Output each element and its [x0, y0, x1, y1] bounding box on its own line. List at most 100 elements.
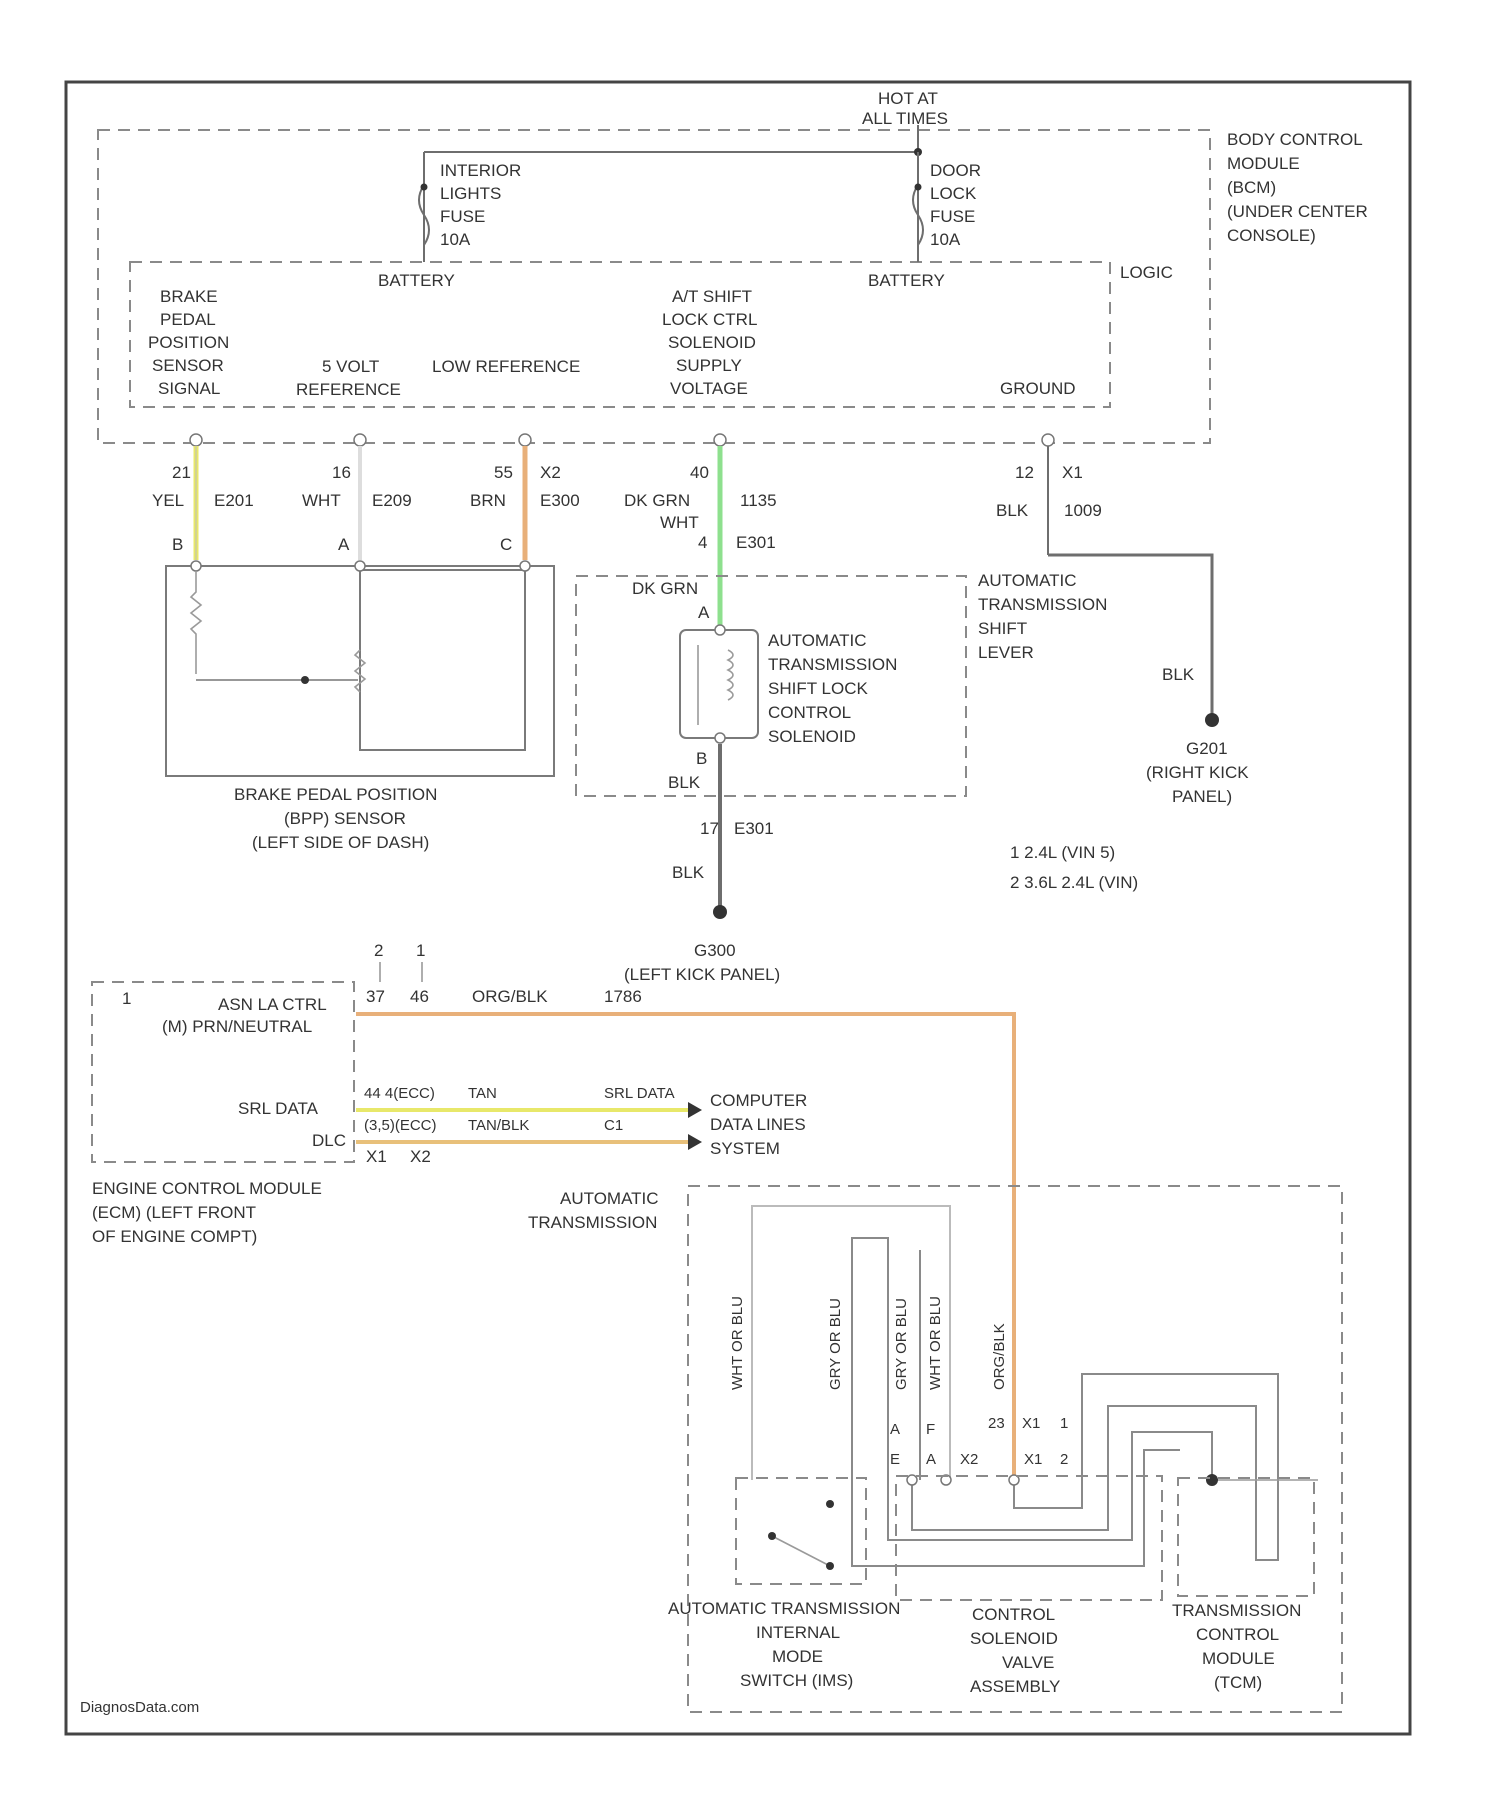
tcm-label-1: TRANSMISSION [1172, 1601, 1301, 1620]
shift-lever-label-1: AUTOMATIC [978, 571, 1077, 590]
orange-wire [356, 1014, 1014, 1480]
ecm-wire-1-b: TAN [468, 1085, 497, 1102]
ecm-pin-x2: X2 [410, 1147, 431, 1166]
control-solenoid-label-4: ASSEMBLY [970, 1677, 1060, 1696]
shift-lock-supply-label-4: SUPPLY [676, 356, 742, 375]
door-fuse-label-3: FUSE [930, 207, 975, 226]
tcm-node [1206, 1474, 1218, 1486]
vertical-wire-label-5: ORG/BLK [991, 1323, 1008, 1390]
wire-yel-label: YEL [152, 491, 184, 510]
switch-contact-3 [826, 1500, 834, 1508]
pin-b-label: B [696, 749, 707, 768]
bcm-pin-12 [1042, 434, 1054, 446]
bpp-signal-label-5: SIGNAL [158, 379, 220, 398]
ecm-data-left-2: DLC [312, 1131, 346, 1150]
tcm-pin-x1-top: X1 [1022, 1415, 1040, 1432]
shift-lock-solenoid-label-5: SOLENOID [768, 727, 856, 746]
wire-blk-1-label: BLK [996, 501, 1029, 520]
wire-wht2-label: WHT [660, 513, 699, 532]
five-volt-label-2: REFERENCE [296, 380, 401, 399]
door-fuse-label-2: LOCK [930, 184, 977, 203]
shift-lever-label-3: SHIFT [978, 619, 1027, 638]
sensor-pin-c [520, 561, 530, 571]
ground-label: GROUND [1000, 379, 1076, 398]
control-solenoid-label-1: CONTROL [972, 1605, 1055, 1624]
internal-mode-switch-box [736, 1478, 866, 1584]
hot-label-1: HOT AT [878, 89, 938, 108]
door-fuse-label-1: DOOR [930, 161, 981, 180]
tcm-label-3: MODULE [1202, 1649, 1275, 1668]
diagram-frame [66, 82, 1410, 1734]
wire-dkgrn-2-label: DK GRN [632, 579, 698, 598]
interior-fuse-label-4: 10A [440, 230, 471, 249]
g201-label-2: (RIGHT KICK [1146, 763, 1249, 782]
control-solenoid-label-3: VALVE [1002, 1653, 1054, 1672]
ecm-pin-37: 37 [366, 987, 385, 1006]
interior-fuse-label-2: LIGHTS [440, 184, 501, 203]
top-number-2: 2 [374, 941, 383, 960]
data-arrow-2 [688, 1134, 702, 1150]
sensor-pin-b [191, 561, 201, 571]
solenoid-coil [728, 650, 733, 700]
watermark: DiagnosData.com [80, 1699, 199, 1716]
g201-label-1: G201 [1186, 739, 1228, 758]
bpp-signal-label-1: BRAKE [160, 287, 218, 306]
tcm-label-2: CONTROL [1196, 1625, 1279, 1644]
automatic-transmission-label-1: AUTOMATIC [560, 1189, 659, 1208]
door-fuse-label-4: 10A [930, 230, 961, 249]
bcm-pin-40 [714, 434, 726, 446]
orgblk-code: 1786 [604, 987, 642, 1006]
shift-lever-label-4: LEVER [978, 643, 1034, 662]
sensor-pin-a [355, 561, 365, 571]
pin-x1-label: X1 [1062, 463, 1083, 482]
tcm-pin-a: A [926, 1451, 936, 1468]
five-volt-label-1: 5 VOLT [322, 357, 379, 376]
pin-55-label: 55 [494, 463, 513, 482]
g201-ground-dot [1205, 713, 1219, 727]
ecm-wire-1-c: SRL DATA [604, 1085, 675, 1102]
logic-label: LOGIC [1120, 263, 1173, 282]
ecm-wire-2-a: (3,5)(ECC) [364, 1117, 437, 1134]
solenoid-pin-b [715, 733, 725, 743]
wire-blk-4-label: BLK [1162, 665, 1195, 684]
shift-lock-supply-label-1: A/T SHIFT [672, 287, 752, 306]
switch-contact-2 [826, 1562, 834, 1570]
computer-data-3: SYSTEM [710, 1139, 780, 1158]
pin-21-label: 21 [172, 463, 191, 482]
tcm-pin-2: 2 [1060, 1451, 1068, 1468]
wire-brn-label: BRN [470, 491, 506, 510]
pin-16-label: 16 [332, 463, 351, 482]
ecm-wire-2-b: TAN/BLK [468, 1117, 529, 1134]
sensor-pin-c-label: C [500, 535, 512, 554]
ecm-label-3: OF ENGINE COMPT) [92, 1227, 257, 1246]
shift-lock-solenoid-box [680, 630, 758, 738]
tcm-label-4: (TCM) [1214, 1673, 1262, 1692]
g300-ground-dot [713, 905, 727, 919]
wire-blk-3-label: BLK [672, 863, 705, 882]
g300-label-1: G300 [694, 941, 736, 960]
bpp-sensor-inner [360, 570, 525, 750]
bcm-label-3: (BCM) [1227, 178, 1276, 197]
g300-label-2: (LEFT KICK PANEL) [624, 965, 780, 984]
ecm-data-left: SRL DATA [238, 1099, 319, 1118]
tcm-pin-x1: X1 [1024, 1451, 1042, 1468]
ecm-wire-1-a: 44 4(ECC) [364, 1085, 435, 1102]
pin-a-label: A [698, 603, 710, 622]
solenoid-pin-a [715, 625, 725, 635]
conn-e301-2-label: E301 [734, 819, 774, 838]
bcm-pin-16 [354, 434, 366, 446]
ecm-label-2: (ECM) (LEFT FRONT [92, 1203, 256, 1222]
conn-1135-label: 1135 [740, 491, 777, 510]
vertical-wire-label-1: WHT OR BLU [729, 1296, 746, 1390]
automatic-transmission-label-2: TRANSMISSION [528, 1213, 657, 1232]
tcm-pin-1: 1 [1060, 1415, 1068, 1432]
ecm-pin-x1: X1 [366, 1147, 387, 1166]
vertical-wire-label-4: WHT OR BLU [927, 1296, 944, 1390]
bcm-label-1: BODY CONTROL [1227, 130, 1363, 149]
bpp-signal-label-4: SENSOR [152, 356, 224, 375]
tcm-box [1178, 1478, 1314, 1596]
shift-lock-solenoid-label-4: CONTROL [768, 703, 851, 722]
vertical-wire-label-3: GRY OR BLU [893, 1298, 910, 1390]
sensor-wiper-node [301, 676, 309, 684]
